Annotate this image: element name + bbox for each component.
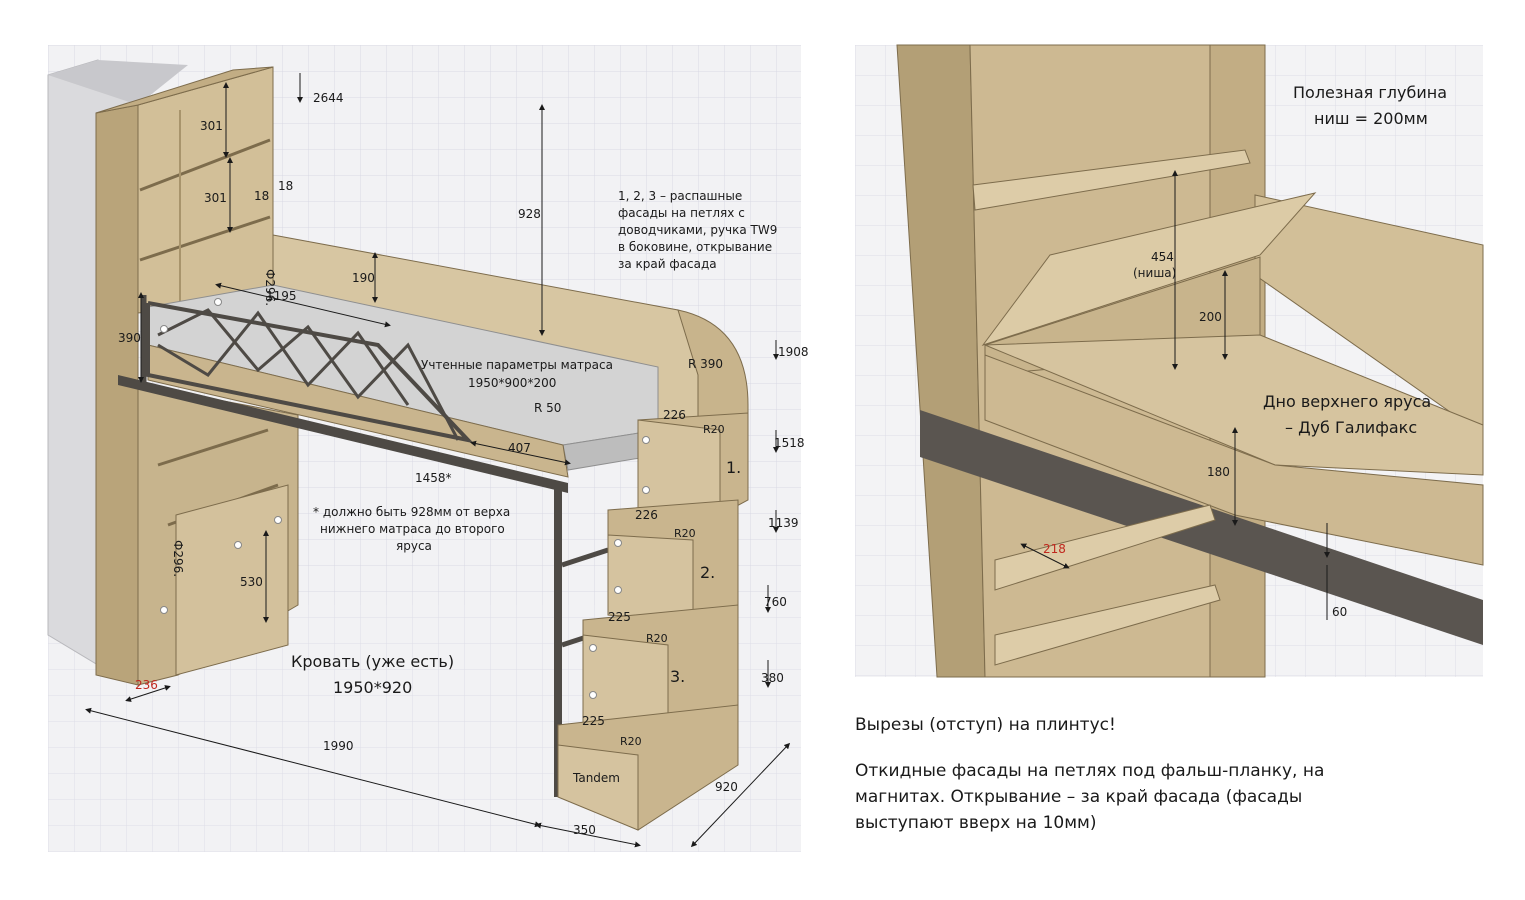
left-diagram-panel: 2644 301 301 18 18 Ф296. 928 190 1195 39…: [47, 45, 809, 852]
loft-bed-drawing: 2644 301 301 18 18 Ф296. 928 190 1195 39…: [47, 45, 809, 852]
dim-301-bottom: 301: [204, 191, 227, 205]
svg-text:– Дуб Галифакс: – Дуб Галифакс: [1285, 418, 1417, 437]
dim-1908: 1908: [778, 345, 809, 359]
shelf-line-2: [139, 215, 271, 262]
svg-text:* должно быть 928мм от верха: * должно быть 928мм от верха: [313, 505, 510, 519]
metal-frame-rail: [920, 410, 1483, 645]
svg-text:Кровать (уже есть): Кровать (уже есть): [291, 652, 454, 671]
dim-r390: R 390: [688, 357, 723, 371]
dimension-lines: [85, 73, 791, 848]
lower-shelf-1: [157, 428, 269, 467]
dim-diameter-296-top: Ф296.: [263, 269, 277, 306]
mattress-params: Учтенные параметры матраса 1950*900*200: [421, 358, 613, 390]
dim-407: 407: [508, 441, 531, 455]
dim-1518: 1518: [774, 436, 805, 450]
dim-1990: 1990: [323, 739, 354, 753]
step-number-3: 3.: [670, 667, 685, 686]
dim-diameter-296-bottom: Ф296.: [171, 540, 185, 577]
dim-225-a: 225: [608, 610, 631, 624]
bookcase-side: [95, 104, 139, 686]
dim-18-b: 18: [278, 179, 293, 193]
dim-236: 236: [135, 678, 158, 692]
caption-fronts: Откидные фасады на петлях под фальш-план…: [855, 761, 1325, 833]
dim-r50: R 50: [534, 401, 561, 415]
dim-760: 760: [764, 595, 787, 609]
leg-rung-1: [561, 547, 609, 568]
dim-18-a: 18: [254, 189, 269, 203]
bottom-label: Дно верхнего яруса – Дуб Галифакс: [1263, 392, 1431, 437]
dim-190: 190: [352, 271, 375, 285]
svg-text:яруса: яруса: [396, 539, 432, 553]
dim-r20-3: R20: [646, 632, 668, 645]
dim-920: 920: [715, 780, 738, 794]
dim-2644: 2644: [313, 91, 344, 105]
metal-frame: [118, 375, 568, 493]
svg-text:Дно верхнего яруса: Дно верхнего яруса: [1263, 392, 1431, 411]
bedbox-floor: [984, 334, 1484, 476]
right-detail-panel: Полезная глубина ниш = 200мм 454 (ниша) …: [855, 44, 1484, 678]
dim-530: 530: [240, 575, 263, 589]
svg-text:за край фасада: за край фасада: [618, 257, 717, 271]
dim-454: 454: [1151, 250, 1174, 264]
dim-1195: 1195: [266, 289, 297, 303]
dim-225-b: 225: [582, 714, 605, 728]
upper-shelf: [972, 149, 1251, 211]
bookcase-front: [137, 66, 274, 314]
lower-shelf: [994, 504, 1216, 591]
svg-text:доводчиками, ручка TW9: доводчиками, ручка TW9: [618, 223, 777, 237]
dim-928: 928: [518, 207, 541, 221]
svg-text:нижнего матраса до второго: нижнего матраса до второго: [320, 522, 505, 536]
dim-380: 380: [761, 671, 784, 685]
dim-301-top: 301: [200, 119, 223, 133]
dim-218: 218: [1043, 542, 1066, 556]
svg-text:ниш = 200мм: ниш = 200мм: [1314, 109, 1428, 128]
shelf-line-1: [139, 138, 271, 192]
dimension-lines: [1020, 170, 1330, 620]
dim-r20-1: R20: [703, 423, 725, 436]
step-number-2: 2.: [700, 563, 715, 582]
dim-200: 200: [1199, 310, 1222, 324]
dim-390: 390: [118, 331, 141, 345]
svg-text:в боковине, открывание: в боковине, открывание: [618, 240, 772, 254]
dim-1139: 1139: [768, 516, 799, 530]
metal-leg: [554, 485, 562, 797]
dim-1458: 1458*: [415, 471, 452, 485]
niche-label: (ниша): [1133, 266, 1176, 280]
bed-label: Кровать (уже есть) 1950*920: [291, 652, 454, 697]
svg-text:Учтенные параметры матраса: Учтенные параметры матраса: [421, 358, 613, 372]
dim-r20-4: R20: [620, 735, 642, 748]
svg-text:1, 2, 3 – распашные: 1, 2, 3 – распашные: [618, 189, 742, 203]
step-number-1: 1.: [726, 458, 741, 477]
dim-60: 60: [1332, 605, 1347, 619]
note-fronts: 1, 2, 3 – распашные фасады на петлях с д…: [618, 189, 777, 271]
caption-cutouts: Вырезы (отступ) на плинтус!: [855, 715, 1116, 735]
drawer-label-tandem: Tandem: [572, 771, 620, 785]
dim-226-mid: 226: [635, 508, 658, 522]
dim-350: 350: [573, 823, 596, 837]
svg-text:фасады на петлях с: фасады на петлях с: [618, 206, 745, 220]
dim-r20-2: R20: [674, 527, 696, 540]
bookcase-top: [95, 66, 274, 114]
svg-text:Полезная глубина: Полезная глубина: [1293, 83, 1447, 102]
footnote: * должно быть 928мм от верха нижнего мат…: [313, 505, 510, 553]
lower-drawer-front: [175, 484, 289, 676]
wardrobe-top: [48, 60, 188, 105]
depth-note: Полезная глубина ниш = 200мм: [1293, 83, 1447, 128]
svg-text:1950*920: 1950*920: [333, 678, 412, 697]
guard-lattice-2: [157, 310, 410, 406]
dim-226-top: 226: [663, 408, 686, 422]
upper-tier-detail: Полезная глубина ниш = 200мм 454 (ниша) …: [855, 44, 1484, 678]
lower-shelf-2: [994, 584, 1221, 666]
stair-front-2: [607, 534, 694, 621]
dim-180: 180: [1207, 465, 1230, 479]
hinge-dots: [160, 298, 650, 699]
svg-text:1950*900*200: 1950*900*200: [468, 376, 556, 390]
flip-front: [981, 192, 1317, 346]
